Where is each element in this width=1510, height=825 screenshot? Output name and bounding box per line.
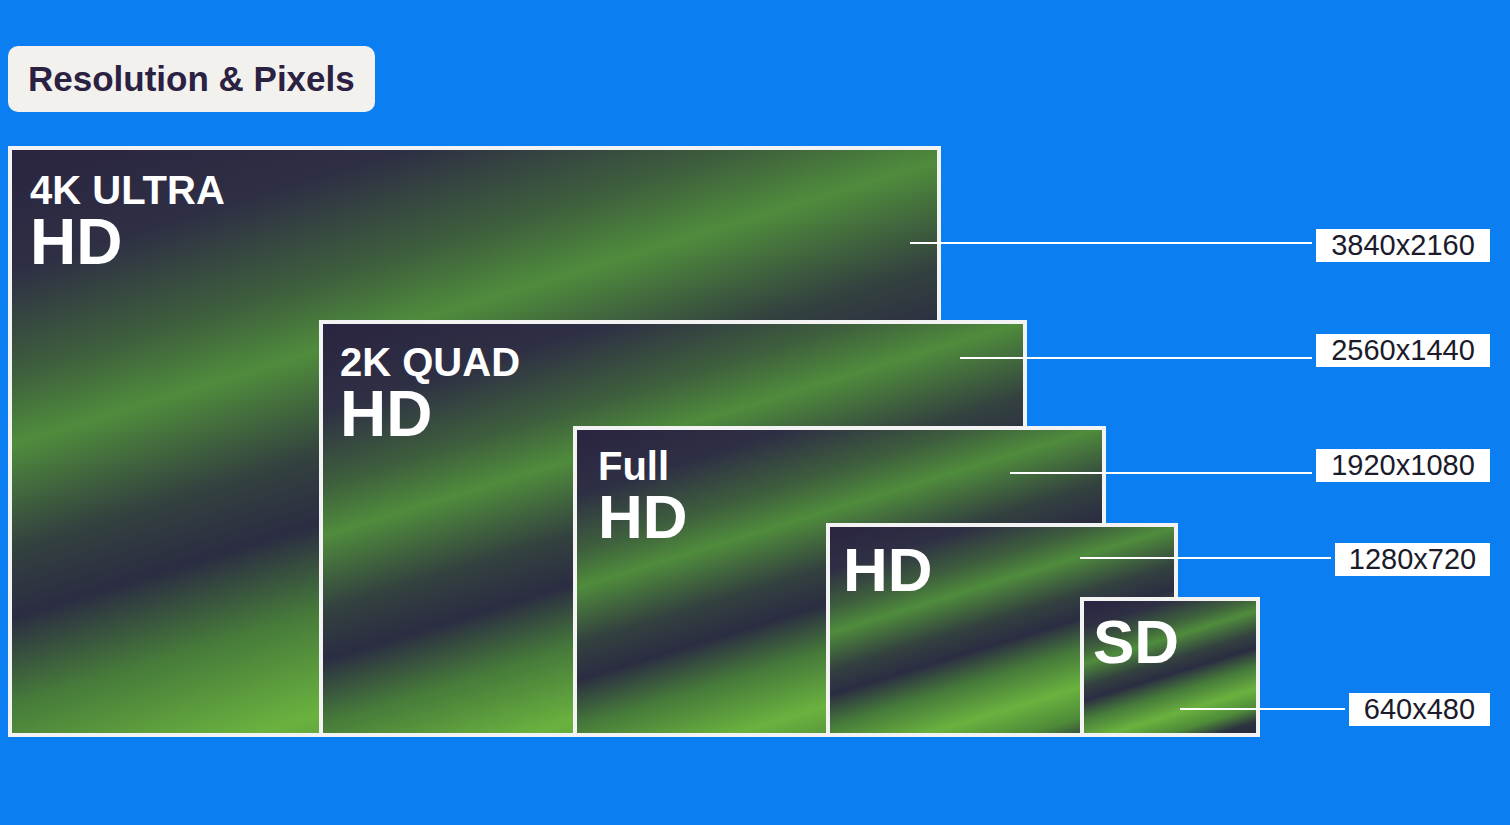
leader-line: [1010, 472, 1312, 474]
resolution-label: 2560x1440: [1316, 334, 1490, 367]
format-hd: HD: [30, 210, 225, 274]
resolution-label: 1920x1080: [1316, 449, 1490, 482]
format-name: 4K ULTRA: [30, 170, 225, 210]
format-hd: HD: [340, 382, 520, 446]
format-name: 2K QUAD: [340, 342, 520, 382]
title-badge: Resolution & Pixels: [8, 46, 375, 112]
resolution-frame: SD: [1080, 597, 1260, 737]
frame-caption: HD: [843, 539, 933, 601]
frame-caption: 2K QUADHD: [340, 342, 520, 446]
format-hd: HD: [598, 486, 688, 548]
format-hd: HD: [843, 539, 933, 601]
resolution-label: 1280x720: [1335, 543, 1490, 576]
leader-line: [1180, 708, 1345, 710]
resolution-label: 3840x2160: [1316, 229, 1490, 262]
format-name: Full: [598, 446, 688, 486]
leader-line: [960, 357, 1312, 359]
frame-caption: 4K ULTRAHD: [30, 170, 225, 274]
frame-caption: FullHD: [598, 446, 688, 548]
frame-caption: SD: [1093, 611, 1179, 673]
leader-line: [910, 242, 1312, 244]
format-hd: SD: [1093, 611, 1179, 673]
leader-line: [1080, 557, 1331, 559]
resolution-label: 640x480: [1349, 693, 1490, 726]
